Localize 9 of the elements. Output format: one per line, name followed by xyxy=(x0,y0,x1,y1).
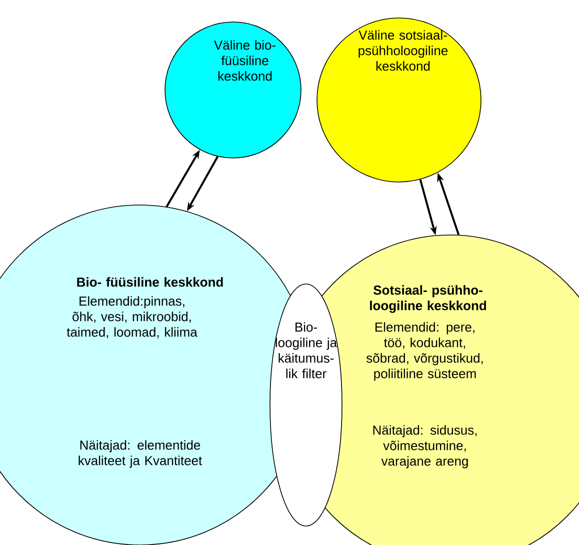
label-text: Bio- loogiline ja käitumus- lik filter xyxy=(276,322,338,378)
label-text: Väline bio- füüsiline keskkond xyxy=(214,40,276,81)
label-text: Väline sotsiaal- psühholoogiline keskkond xyxy=(358,30,448,71)
heading: Bio- füüsiline keskkond xyxy=(77,277,223,287)
label-text: Elemendid:pinnas, õhk, vesi, mikroobid, taimed, loomad, kliima xyxy=(66,296,198,338)
heading: Sotsiaal- psühho- loogiline keskkond xyxy=(370,285,486,313)
label-text: Näitajad: elementide kvaliteet ja Kvantiteet xyxy=(78,440,202,468)
label-text: Näitajad: sidusus, võimestumine, varajane areng xyxy=(373,425,477,468)
label-text: Elemendid: pere, töö, kodukant, sõbrad, võrgustikud, poliitiline süsteem xyxy=(366,322,483,381)
